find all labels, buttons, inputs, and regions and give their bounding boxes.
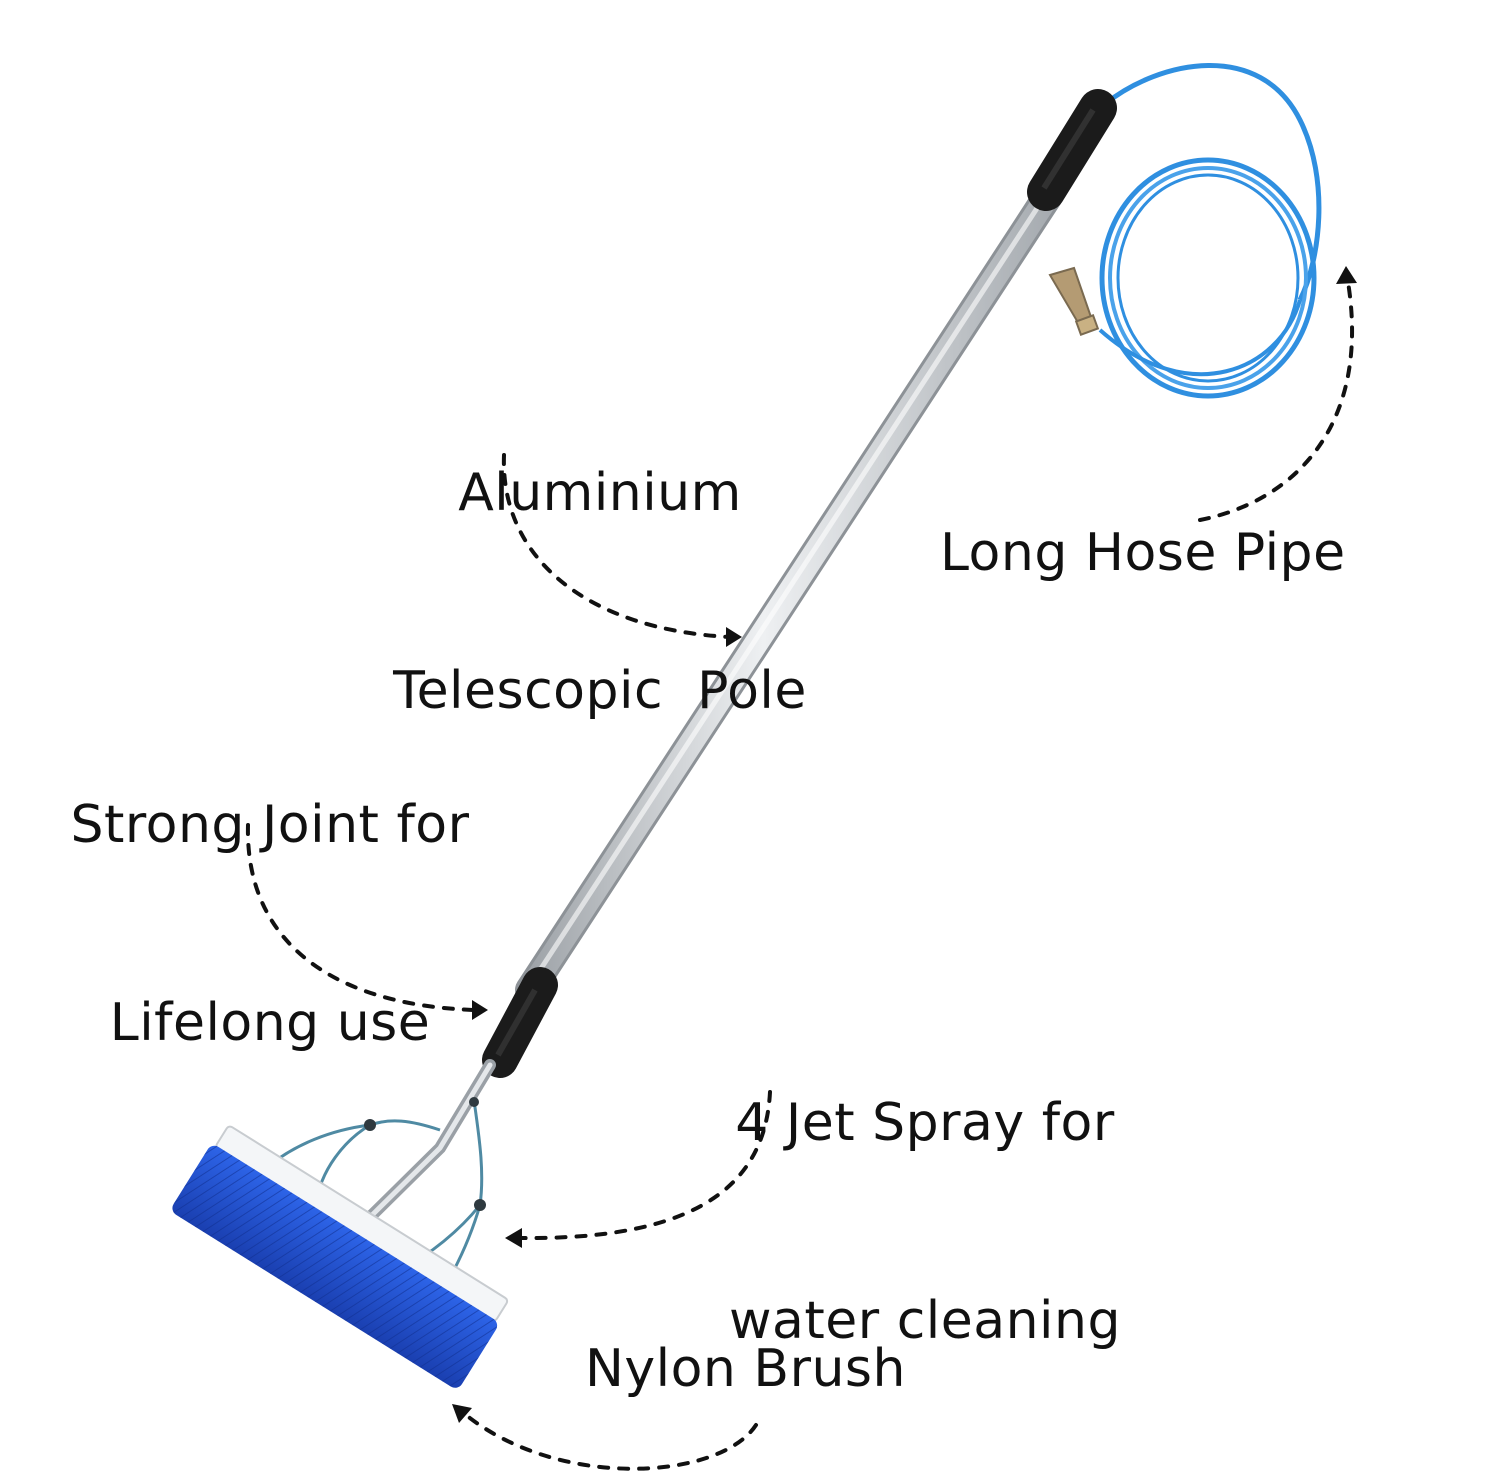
arrow-brush xyxy=(464,1413,758,1471)
label-jet-spray: 4 Jet Spray for water cleaning xyxy=(690,958,1160,1420)
arrow-hose xyxy=(1198,280,1354,522)
label-strong-joint-line2: Lifelong use xyxy=(109,993,431,1053)
hose-pipe xyxy=(1098,63,1322,399)
arrow-jet xyxy=(518,1090,772,1241)
label-strong-joint: Strong Joint for Lifelong use xyxy=(30,660,510,1122)
label-telescopic-pole: Aluminium Telescopic Pole xyxy=(350,328,850,790)
telescopic-pole xyxy=(515,181,1063,1005)
joint-collar xyxy=(482,967,558,1078)
top-grip xyxy=(1027,89,1117,211)
label-telescopic-pole-line1: Aluminium xyxy=(458,463,742,523)
hose-nozzle xyxy=(1048,266,1100,336)
label-jet-spray-line1: 4 Jet Spray for xyxy=(735,1093,1115,1153)
nylon-brush xyxy=(172,1125,509,1388)
arrowhead-joint-icon xyxy=(472,1000,488,1020)
label-jet-spray-line2: water cleaning xyxy=(729,1291,1121,1351)
arrowhead-brush-icon xyxy=(452,1404,472,1423)
label-telescopic-pole-line2: Telescopic Pole xyxy=(393,661,807,721)
label-long-hose-pipe: Long Hose Pipe xyxy=(940,523,1346,583)
arrowhead-hose-icon xyxy=(1336,266,1357,284)
arrow-pole xyxy=(501,453,732,639)
label-strong-joint-line1: Strong Joint for xyxy=(70,795,470,855)
arrowhead-jet-icon xyxy=(505,1228,522,1248)
label-nylon-brush: Nylon Brush xyxy=(585,1339,906,1399)
arrowhead-pole-icon xyxy=(726,627,742,647)
arrow-joint xyxy=(245,823,476,1012)
